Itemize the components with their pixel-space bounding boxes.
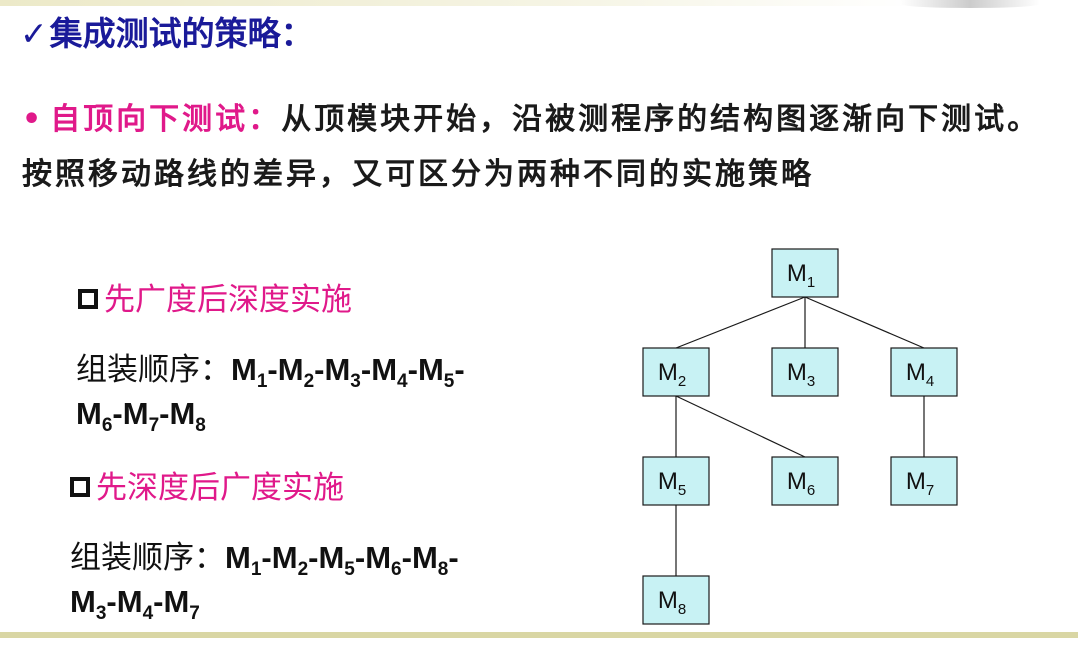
module-node-m5: M5 <box>642 456 710 506</box>
square-bullet-icon <box>78 289 98 309</box>
module-node-m8: M8 <box>642 575 710 625</box>
edge-M1-M4 <box>804 296 925 349</box>
module-ref: M3 <box>70 584 107 624</box>
module-ref: M4 <box>116 584 154 624</box>
intro-text: 从顶模块开始，沿被测程序的结构图逐渐向下测试。按照移动路线的差异，又可区分为两种… <box>22 102 1041 192</box>
page-curl-decoration <box>900 0 1040 8</box>
module-node-m4: M4 <box>890 347 958 397</box>
module-ref: M6 <box>365 540 402 580</box>
strategy-breadth-order: 组装顺序：M1-M2-M3-M4-M5- M6-M7-M8 <box>76 348 596 436</box>
order-label: 组装顺序： <box>70 540 225 576</box>
bottom-rule <box>0 632 1078 638</box>
intro-term: 自顶向下测试： <box>50 102 282 137</box>
module-ref: M4 <box>371 352 408 392</box>
strategy-depth-heading-text: 先深度后广度实施 <box>96 470 344 506</box>
module-ref: M6 <box>76 396 113 436</box>
module-node-m3: M3 <box>771 347 839 397</box>
module-ref: M8 <box>411 540 449 580</box>
module-ref: M7 <box>122 396 160 436</box>
bullet-icon: • <box>22 102 45 137</box>
module-ref: M7 <box>163 584 200 624</box>
module-ref: M5 <box>417 352 455 392</box>
top-decor-strip <box>0 0 1078 6</box>
module-ref: M8 <box>169 396 206 436</box>
strategy-breadth-heading-text: 先广度后深度实施 <box>104 282 352 318</box>
order-seq-line2: M3-M4-M7 <box>70 584 200 624</box>
edge-M2-M6 <box>675 395 806 458</box>
module-ref: M5 <box>318 540 355 580</box>
square-bullet-icon <box>70 477 90 497</box>
order-seq-line1: M1-M2-M3-M4-M5- <box>231 352 465 392</box>
module-node-m7: M7 <box>890 456 958 506</box>
slide-title: ✓集成测试的策略： <box>20 8 314 60</box>
checkmark-icon: ✓ <box>20 14 48 53</box>
intro-paragraph: •自顶向下测试：从顶模块开始，沿被测程序的结构图逐渐向下测试。按照移动路线的差异… <box>22 92 1062 202</box>
module-ref: M1 <box>225 540 262 580</box>
slide-title-text: 集成测试的策略： <box>49 14 314 53</box>
order-seq-line1: M1-M2-M5-M6-M8- <box>225 540 459 580</box>
module-node-m6: M6 <box>771 456 839 506</box>
order-label: 组装顺序： <box>76 352 231 388</box>
module-node-label: M5 <box>658 468 686 499</box>
module-ref: M2 <box>277 352 315 392</box>
module-node-m2: M2 <box>642 347 710 397</box>
strategy-depth-order: 组装顺序：M1-M2-M5-M6-M8- M3-M4-M7 <box>70 536 590 624</box>
module-ref: M2 <box>271 540 309 580</box>
strategy-depth-heading: 先深度后广度实施 <box>70 468 344 508</box>
edge-M1-M2 <box>675 296 806 349</box>
module-node-m1: M1 <box>771 248 839 298</box>
order-seq-line2: M6-M7-M8 <box>76 396 206 436</box>
module-ref: M3 <box>324 352 361 392</box>
strategy-breadth-heading: 先广度后深度实施 <box>78 280 352 320</box>
module-ref: M1 <box>231 352 268 392</box>
